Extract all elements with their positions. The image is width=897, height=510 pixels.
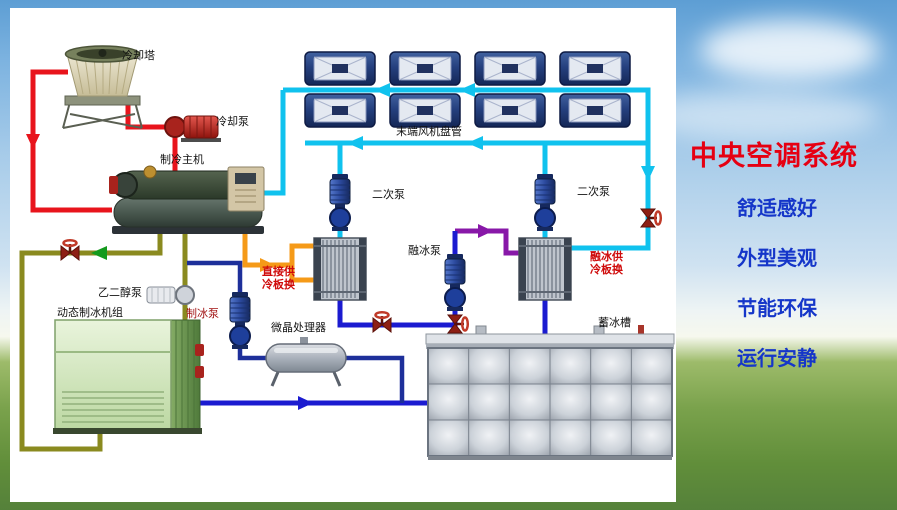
flow-arrow-green-left <box>91 246 107 260</box>
melt-supply-pipe <box>455 228 519 256</box>
fan-coil-unit <box>559 93 631 128</box>
heat-exchanger-melt <box>518 237 572 301</box>
label-ice-making-pump: 制冰泵 <box>186 308 219 320</box>
feature-energy-saving: 节能环保 <box>737 298 817 320</box>
ice-making-pipes <box>187 260 405 403</box>
label-secondary-pump-2: 二次泵 <box>577 186 610 198</box>
ice-making-pump <box>229 291 251 350</box>
direct-supply-pipes <box>242 228 314 283</box>
label-melt-supply-hx: 融冰供冷板换 <box>590 251 623 277</box>
crystal-processor <box>265 337 347 387</box>
cooling-pump <box>164 115 221 142</box>
fan-coil-unit <box>474 51 546 86</box>
fan-coil-unit <box>474 93 546 128</box>
chiller-unit <box>109 165 265 234</box>
label-ice-storage-tank: 蓄冰槽 <box>598 317 631 329</box>
page-title: 中央空调系统 <box>690 141 858 171</box>
glycol-pipes <box>19 228 188 452</box>
heat-exchanger-direct <box>313 237 367 301</box>
label-crystal-processor: 微晶处理器 <box>271 322 326 334</box>
label-secondary-pump-1: 二次泵 <box>372 189 405 201</box>
label-fan-coil-units: 末端风机盘管 <box>396 126 462 138</box>
valve-glycol-line <box>59 238 81 262</box>
feature-quiet: 运行安静 <box>737 348 817 370</box>
flow-arrows-cyan <box>347 83 655 181</box>
label-direct-supply-hx: 直接供冷板换 <box>262 266 295 292</box>
secondary-pump-2 <box>534 173 556 232</box>
label-cooling-pump: 冷却泵 <box>216 116 249 128</box>
valve-ice-water-line <box>371 310 393 334</box>
flow-arrow-purple-right <box>478 224 493 238</box>
label-glycol-pump: 乙二醇泵 <box>98 287 142 299</box>
cloud-decoration <box>700 20 880 80</box>
fan-coil-unit <box>304 51 376 86</box>
cooling-tower <box>62 45 143 129</box>
melt-ice-pump <box>444 253 466 312</box>
valve-chilled-drop <box>639 207 663 229</box>
ice-maker-unit <box>53 319 204 434</box>
secondary-pump-1 <box>329 173 351 232</box>
flow-arrow-red-down <box>26 134 40 149</box>
cloud-decoration <box>640 90 880 140</box>
feature-appearance: 外型美观 <box>737 248 817 270</box>
fan-coil-unit <box>389 51 461 86</box>
flow-arrow-blue-right <box>298 396 313 410</box>
ice-storage-tank <box>425 325 675 460</box>
fan-coil-unit <box>304 93 376 128</box>
flow-arrow-orange-right <box>260 258 275 272</box>
fan-coil-unit <box>559 51 631 86</box>
label-melt-ice-pump: 融冰泵 <box>408 245 441 257</box>
feature-comfort: 舒适感好 <box>737 198 817 220</box>
feature-list: 舒适感好 外型美观 节能环保 运行安静 <box>737 192 817 371</box>
fan-coil-unit <box>389 93 461 128</box>
system-diagram <box>19 45 675 460</box>
label-chiller: 制冷主机 <box>160 154 204 166</box>
glycol-pump <box>146 285 195 305</box>
diagram-panel: 冷却塔 冷却泵 制冷主机 末端风机盘管 二次泵 二次泵 融冰泵 直接供冷板换 融… <box>10 8 676 502</box>
label-cooling-tower: 冷却塔 <box>122 50 155 62</box>
label-ice-maker-unit: 动态制冰机组 <box>57 307 123 319</box>
